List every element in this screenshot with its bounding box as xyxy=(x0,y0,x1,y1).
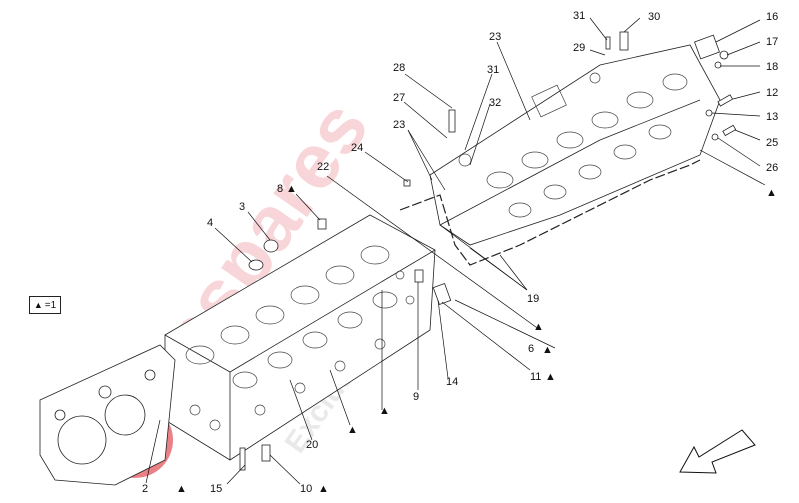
callout-3: 3 xyxy=(239,201,245,213)
callout-14: 14 xyxy=(446,376,458,388)
plug-24 xyxy=(403,179,411,187)
washer-26 xyxy=(711,133,719,141)
callout-numbers: 2 3 4 8 22 6 11 9 14 20 15 10 24 23 27 2… xyxy=(142,10,778,495)
marker-10: ▲ xyxy=(318,483,329,495)
dowel-8 xyxy=(317,218,327,230)
bolt-31 xyxy=(605,36,611,50)
callout-23-left: 23 xyxy=(393,119,405,131)
triangle-markers: ▲ ▲ ▲ ▲ ▲ ▲ ▲ ▲ ▲ xyxy=(176,183,777,495)
callout-28: 28 xyxy=(393,62,405,74)
direction-arrow-icon xyxy=(679,429,756,474)
callout-25: 25 xyxy=(766,137,778,149)
callout-24: 24 xyxy=(351,142,363,154)
fitting-30 xyxy=(619,31,629,51)
legend-equals: =1 xyxy=(44,299,57,311)
marker-26: ▲ xyxy=(766,187,777,199)
marker-8: ▲ xyxy=(286,183,297,195)
bushing-6 xyxy=(432,282,452,306)
callout-11: 11 xyxy=(530,371,541,383)
stud-15 xyxy=(239,447,246,471)
callout-15: 15 xyxy=(210,483,222,495)
legend-box: ▲ =1 xyxy=(29,296,61,314)
marker-20: ▲ xyxy=(347,424,358,436)
cover-gasket xyxy=(399,159,701,266)
washer-13 xyxy=(705,109,713,117)
callout-29: 29 xyxy=(573,42,585,54)
callout-8: 8 xyxy=(277,183,283,195)
callout-16: 16 xyxy=(766,11,778,23)
callout-12: 12 xyxy=(766,87,778,99)
bolt-12 xyxy=(717,94,734,107)
bolt-17 xyxy=(719,50,729,60)
marker-6: ▲ xyxy=(542,344,553,356)
callout-18: 18 xyxy=(766,61,778,73)
marker-9: ▲ xyxy=(379,405,390,417)
callout-30: 30 xyxy=(648,11,660,23)
bolt-25 xyxy=(722,124,737,137)
callout-9: 9 xyxy=(413,391,419,403)
leader-lines xyxy=(145,17,766,485)
plug-3 xyxy=(263,239,279,253)
dowel-9 xyxy=(414,269,424,283)
washer-18 xyxy=(714,61,722,69)
callout-23-top: 23 xyxy=(489,31,501,43)
marker-2: ▲ xyxy=(176,483,187,495)
callout-4: 4 xyxy=(207,217,213,229)
washer-4 xyxy=(248,259,264,271)
marker-11: ▲ xyxy=(545,371,556,383)
dowel-10 xyxy=(261,444,271,462)
callout-31-top: 31 xyxy=(573,10,585,22)
callout-27: 27 xyxy=(393,92,405,104)
head-gasket xyxy=(39,344,176,486)
callout-13: 13 xyxy=(766,111,778,123)
small-parts xyxy=(239,31,737,471)
legend-triangle-icon: ▲ xyxy=(33,300,43,310)
sensor-16 xyxy=(694,34,720,60)
callout-26: 26 xyxy=(766,162,778,174)
marker-22: ▲ xyxy=(533,321,544,333)
callout-6: 6 xyxy=(528,343,534,355)
callout-17: 17 xyxy=(766,36,778,48)
callout-31-mid: 31 xyxy=(487,64,499,76)
callout-10: 10 xyxy=(300,483,312,495)
callout-2: 2 xyxy=(142,483,148,495)
callout-32: 32 xyxy=(489,97,501,109)
callout-19: 19 xyxy=(527,293,539,305)
upper-cylinder-head xyxy=(429,44,721,246)
sensor-28 xyxy=(448,109,456,133)
callout-20: 20 xyxy=(306,439,318,451)
callout-22: 22 xyxy=(317,161,329,173)
